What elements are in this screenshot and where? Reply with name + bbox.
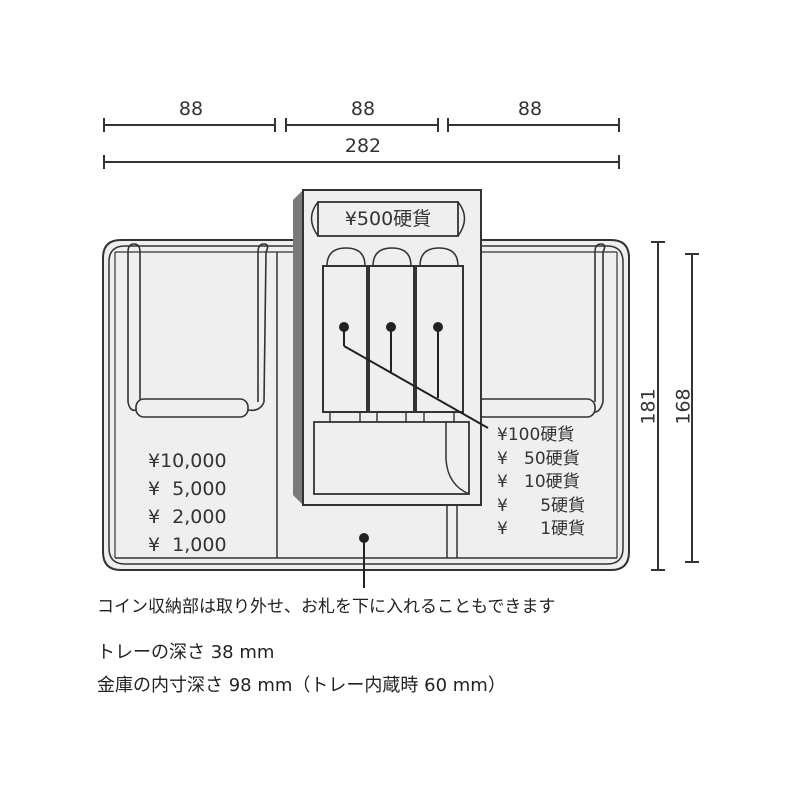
bill-clip-left	[127, 243, 269, 418]
coin-5: ¥ 5硬貨	[497, 495, 586, 516]
width-dimension-lines	[103, 118, 620, 169]
outer-height-label: 181	[637, 388, 660, 425]
coin-10: ¥ 10硬貨	[497, 472, 580, 492]
bill-5000: ¥ 5,000	[148, 478, 227, 500]
bill-1000: ¥ 1,000	[148, 534, 227, 556]
bill-2000: ¥ 2,000	[148, 506, 227, 528]
width-label-left: 88	[178, 98, 204, 120]
tray-depth-spec: トレーの深さ 38 mm	[97, 642, 275, 663]
coin-denominations: ¥100硬貨 ¥ 50硬貨 ¥ 10硬貨 ¥ 5硬貨 ¥ 1硬貨	[497, 424, 585, 542]
height-dimension-lines	[651, 241, 699, 571]
bill-10000: ¥10,000	[148, 450, 227, 472]
coin-1: ¥ 1硬貨	[497, 519, 586, 539]
total-width-label: 282	[344, 135, 382, 157]
safe-depth-spec: 金庫の内寸深さ 98 mm（トレー内蔵時 60 mm）	[97, 675, 506, 696]
width-label-center: 88	[350, 98, 376, 120]
leader-lines	[339, 322, 489, 588]
inner-height-label: 168	[672, 388, 695, 425]
coin-100: ¥100硬貨	[497, 425, 575, 445]
coin-50: ¥ 50硬貨	[497, 448, 580, 469]
removable-note: コイン収納部は取り外せ、お札を下に入れることもできます	[97, 597, 556, 617]
width-label-right: 88	[517, 98, 543, 120]
bill-denominations: ¥10,000 ¥ 5,000 ¥ 2,000 ¥ 1,000	[148, 447, 227, 559]
coin-500-label: ¥500硬貨	[344, 208, 432, 230]
coin-unit	[293, 189, 482, 558]
